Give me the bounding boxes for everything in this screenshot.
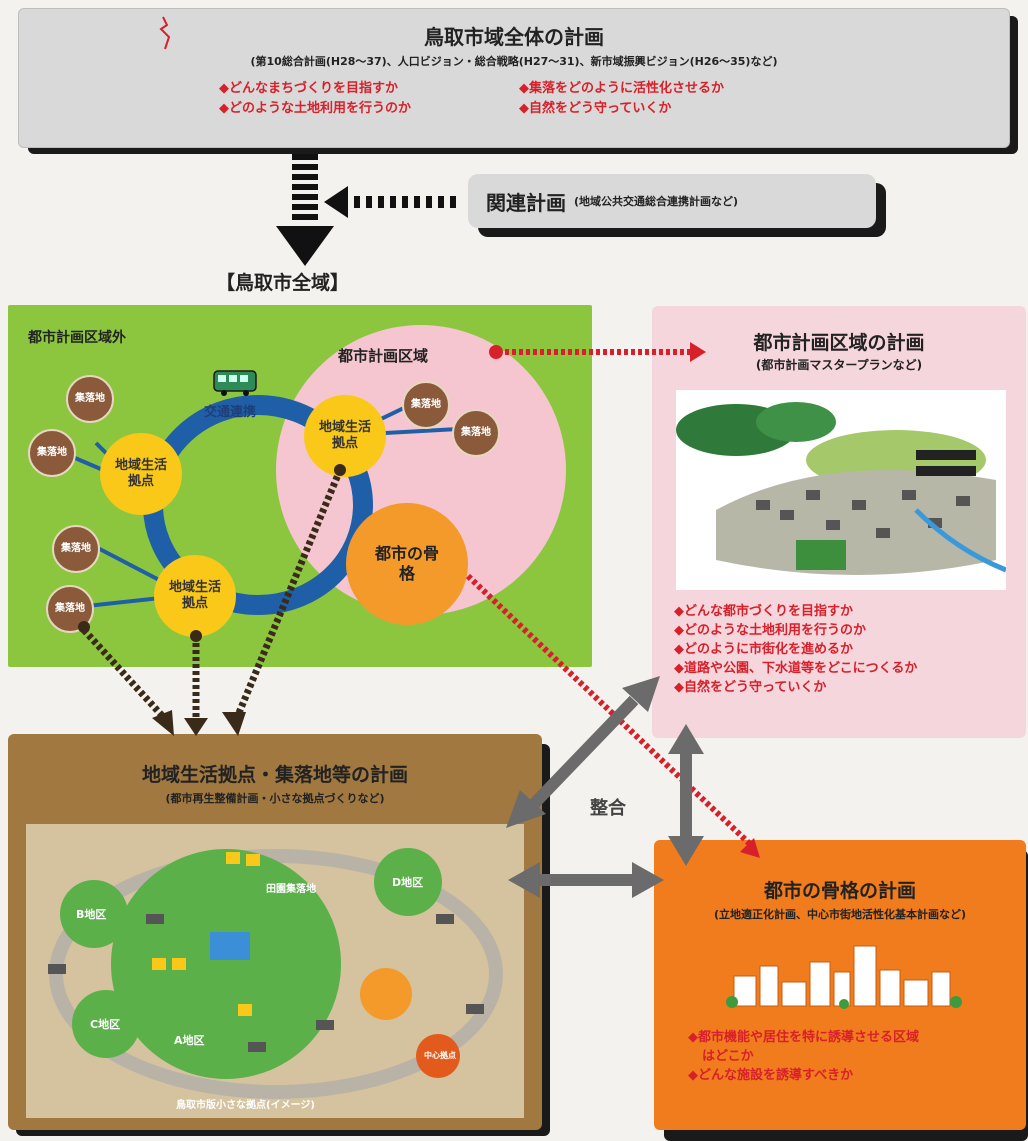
district-a-label: A地区 [174, 1034, 205, 1047]
whole-city-label: 【鳥取市全域】 [216, 272, 350, 294]
outside-area-label: 都市計画区域外 [28, 330, 126, 346]
local-plan-title: 地域生活拠点・集落地等の計画 [141, 764, 408, 786]
urban-plan-bullet: ◆どのように市街化を進めるか [674, 642, 853, 657]
urban-plan-bullets: ◆どんな都市づくりを目指すか ◆どのような土地利用を行うのか ◆どのように市街化… [674, 602, 917, 697]
district-c-label: C地区 [90, 1018, 121, 1031]
core-plan-bullets: ◆都市機能や居住を特に誘導させる区域 はどこか ◆どんな施設を誘導すべきか [688, 1028, 919, 1085]
urban-plan-subtitle: (都市計画マスタープランなど) [755, 358, 923, 372]
core-plan-bullet: ◆どんな施設を誘導すべきか [688, 1068, 854, 1083]
small-hub-illustration: B地区 C地区 D地区 A地区 田園集落地 中心拠点 鳥取市版小さな拠点(イメー… [26, 824, 524, 1118]
hub-label: 地域生活拠点 [318, 419, 371, 451]
urban-core-label: 都市の骨格 [374, 544, 439, 583]
urban-core-node: 都市の骨格 [346, 503, 468, 625]
small-hub-map [48, 848, 503, 1099]
hub-node-left: 地域生活拠点 [100, 433, 182, 515]
citywide-bullets-left: ◆どんなまちづくりを目指すか ◆どのような土地利用を行うのか [219, 79, 411, 119]
core-plan-subtitle: (立地適正化計画、中心市街地活性化基本計画など) [713, 908, 967, 921]
center-hub-label: 中心拠点 [424, 1051, 456, 1060]
local-plan-box: 地域生活拠点・集落地等の計画 (都市再生整備計画・小さな拠点づくりなど) B地区… [8, 734, 542, 1130]
district-b-label: B地区 [76, 908, 107, 921]
coordination-label: 整合 [590, 798, 626, 819]
related-plan-title: 関連計画 [486, 190, 566, 215]
citywide-plan-subtitle: (第10総合計画(H28〜37)、人口ビジョン・総合戦略(H27〜31)、新市域… [250, 55, 778, 68]
village-node: 集落地 [452, 409, 500, 457]
village-label: 集落地 [61, 542, 91, 554]
hub-node-bottom: 地域生活拠点 [154, 555, 236, 637]
transit-label: 交通連携 [204, 405, 257, 420]
urban-plan-title: 都市計画区域の計画 [753, 332, 925, 354]
citywide-bullet: ◆どんなまちづくりを目指すか [219, 81, 398, 96]
village-label: 集落地 [75, 392, 105, 404]
local-plan-subtitle: (都市再生整備計画・小さな拠点づくりなど) [165, 792, 385, 805]
village-label: 集落地 [55, 602, 85, 614]
hub-node-zone: 地域生活拠点 [304, 395, 386, 477]
related-plan-box: 関連計画 (地域公共交通総合連携計画など) [468, 174, 876, 228]
related-arrow-icon [324, 186, 456, 218]
citywide-bullet: ◆どのような土地利用を行うのか [219, 101, 411, 116]
core-plan-bullet: ◆都市機能や居住を特に誘導させる区域 [688, 1030, 919, 1045]
region-map: 都市計画区域外 都市計画区域 交通連携 都市の骨格 地域生活拠点 地域生活拠点 … [8, 305, 592, 667]
rural-label: 田園集落地 [266, 884, 316, 895]
planning-zone-label: 都市計画区域 [338, 347, 429, 365]
hub-label: 地域生活拠点 [168, 579, 221, 611]
citywide-plan-box: 鳥取市域全体の計画 (第10総合計画(H28〜37)、人口ビジョン・総合戦略(H… [18, 8, 1010, 148]
citywide-plan-title: 鳥取市域全体の計画 [424, 25, 604, 49]
citywide-bullet: ◆自然をどう守っていくか [519, 101, 672, 116]
village-label: 集落地 [411, 398, 441, 410]
urban-plan-bullet: ◆どのような土地利用を行うのか [674, 623, 866, 638]
village-node: 集落地 [402, 381, 450, 429]
core-plan-box: 都市の骨格の計画 (立地適正化計画、中心市街地活性化基本計画など) ◆都市機能や… [654, 840, 1026, 1130]
pen-mark-icon [159, 16, 171, 50]
village-node: 集落地 [52, 525, 100, 573]
city-skyline-icon [726, 945, 962, 1009]
core-plan-title: 都市の骨格の計画 [763, 880, 916, 902]
village-node: 集落地 [66, 375, 114, 423]
down-arrow-icon [276, 154, 334, 266]
citywide-bullet: ◆集落をどのように活性化させるか [519, 81, 724, 96]
related-plan-subtitle: (地域公共交通総合連携計画など) [574, 195, 739, 208]
hub-label: 地域生活拠点 [114, 457, 167, 489]
bus-icon [213, 370, 257, 396]
core-plan-bullet: はどこか [702, 1049, 754, 1064]
urban-landscape-illustration [676, 390, 1006, 590]
urban-plan-bullet: ◆自然をどう守っていくか [674, 680, 827, 695]
urban-plan-box: 都市計画区域の計画 (都市計画マスタープランなど) ◆どんな都市づくりを目指すか… [652, 306, 1026, 738]
urban-plan-bullet: ◆どんな都市づくりを目指すか [674, 604, 853, 619]
urban-plan-bullet: ◆道路や公園、下水道等をどこにつくるか [674, 661, 918, 676]
district-d-label: D地区 [392, 876, 424, 889]
village-node: 集落地 [28, 429, 76, 477]
village-label: 集落地 [37, 446, 67, 458]
citywide-bullets-right: ◆集落をどのように活性化させるか ◆自然をどう守っていくか [519, 79, 724, 119]
illustration-caption: 鳥取市版小さな拠点(イメージ) [176, 1100, 315, 1111]
village-label: 集落地 [461, 426, 491, 438]
